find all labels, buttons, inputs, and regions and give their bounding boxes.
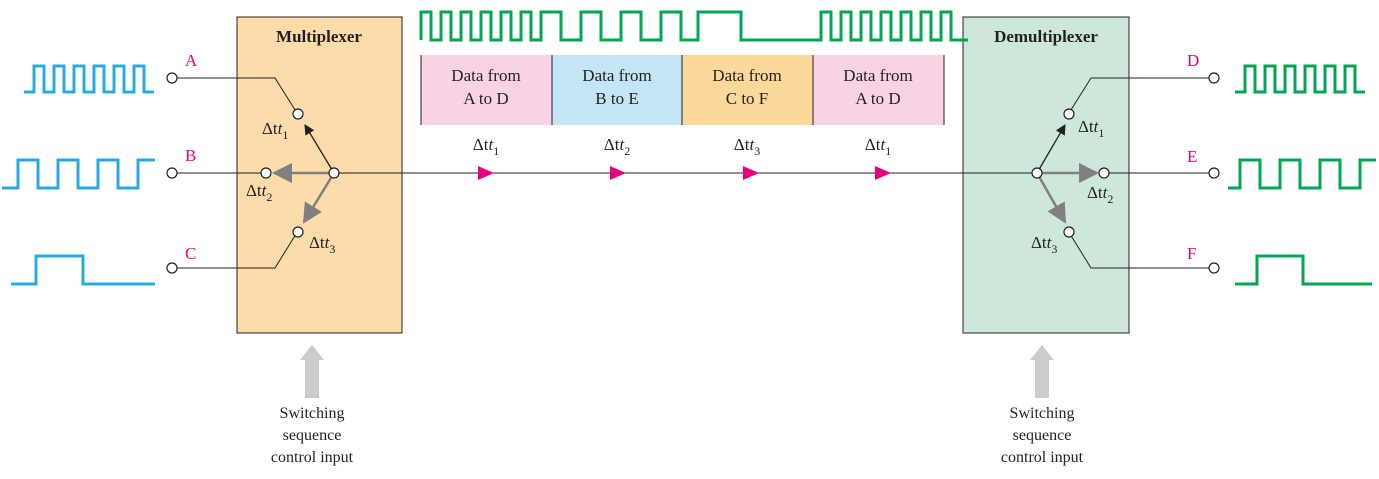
segment-3-line2: C to F [726, 89, 769, 108]
input-c-label: C [185, 244, 196, 263]
mux-time-3: Δtt3 [309, 233, 335, 256]
segment-2: Data from B to E [552, 55, 682, 125]
mux-control-line1: Switching [280, 405, 345, 422]
segment-3-line1: Data from [712, 66, 781, 85]
segment-2-time: Δtt2 [604, 135, 630, 158]
input-b-label: B [185, 146, 196, 165]
demux-control-line3: control input [1001, 449, 1084, 466]
input-a-terminal [166, 72, 178, 84]
mux-contact-2 [260, 167, 272, 179]
segment-4-box [813, 55, 944, 125]
segment-4-line2: A to D [855, 89, 900, 108]
segment-1-time: Δtt1 [473, 135, 499, 158]
segment-4-line1: Data from [843, 66, 912, 85]
output-e-terminal [1208, 167, 1220, 179]
segment-1: Data from A to D [421, 55, 552, 125]
mux-time-2: Δtt2 [246, 181, 272, 204]
flow-arrow [610, 166, 626, 180]
mux-time-1: Δtt1 [262, 119, 288, 142]
mux-contact-1 [292, 108, 304, 120]
input-a-label: A [185, 51, 198, 70]
segment-1-line1: Data from [451, 66, 520, 85]
mux-terminals [166, 72, 304, 274]
demux-control-line2: sequence [1013, 427, 1072, 444]
demux-control-line1: Switching [1010, 405, 1075, 422]
output-f-terminal [1208, 262, 1220, 274]
flow-arrow [478, 166, 494, 180]
demux-contact-1 [1063, 108, 1075, 120]
mux-contact-3 [292, 226, 304, 238]
demultiplexer-title: Demultiplexer [994, 27, 1098, 46]
flow-arrow [875, 166, 891, 180]
mux-control-arrow [300, 345, 324, 398]
mux-switch-arm-3 [302, 172, 336, 224]
multiplexer-title: Multiplexer [276, 27, 362, 46]
mux-input-wires [177, 77, 298, 269]
demux-time-3: Δtt3 [1031, 233, 1057, 256]
output-e-label: E [1187, 147, 1197, 166]
input-b-terminal [166, 167, 178, 179]
output-d-label: D [1187, 51, 1199, 70]
output-f-waveform [1235, 254, 1372, 286]
segment-2-line1: Data from [582, 66, 651, 85]
output-d-waveform [1235, 64, 1365, 94]
output-e-waveform [1228, 158, 1376, 190]
segment-2-line2: B to E [595, 89, 638, 108]
segment-1-line2: A to D [463, 89, 508, 108]
input-c-terminal [166, 262, 178, 274]
output-d-terminal [1208, 72, 1220, 84]
demux-switch-arm-3 [1035, 172, 1067, 224]
demux-control-arrow [1030, 345, 1054, 398]
segment-2-box [552, 55, 682, 125]
segment-3-box [682, 55, 813, 125]
flow-arrows [478, 166, 891, 180]
output-f-label: F [1187, 244, 1196, 263]
demux-contact-3 [1063, 226, 1075, 238]
demux-output-wires [1068, 77, 1210, 269]
demux-time-2: Δtt2 [1087, 183, 1113, 206]
segment-dividers [420, 55, 945, 125]
input-c-waveform [11, 254, 155, 286]
demux-time-1: Δtt1 [1078, 117, 1104, 140]
segment-4-time: Δtt1 [865, 135, 891, 158]
demux-terminals [1031, 72, 1220, 274]
mux-control-line3: control input [271, 449, 354, 466]
mux-pivot [328, 167, 340, 179]
demux-pivot [1031, 167, 1043, 179]
demux-contact-2 [1098, 167, 1110, 179]
segment-3: Data from C to F [682, 55, 813, 125]
input-a-waveform [24, 64, 154, 94]
segment-1-box [421, 55, 552, 125]
transmitted-waveform [419, 10, 968, 42]
flow-arrow [743, 166, 759, 180]
segment-3-time: Δtt3 [734, 135, 760, 158]
demux-switch-arm-1 [1036, 124, 1066, 174]
mux-control-line2: sequence [283, 427, 342, 444]
input-b-waveform [2, 158, 155, 190]
mux-switch-arm-1 [304, 124, 335, 174]
segment-4: Data from A to D [813, 55, 944, 125]
